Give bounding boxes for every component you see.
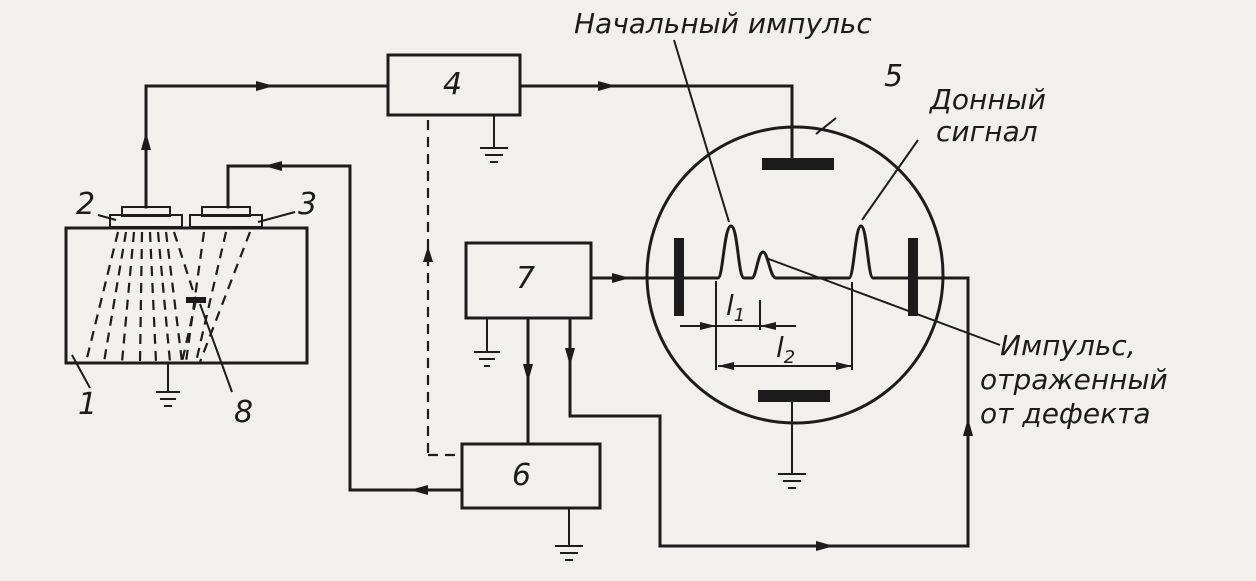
- crt-trace: [682, 224, 910, 280]
- l2-letter: l: [776, 331, 784, 364]
- ground-crt-icon: [778, 402, 806, 489]
- pointer-bottom-signal: [861, 139, 919, 221]
- arrow-up-icon: [141, 132, 151, 150]
- arrow-right-icon: [816, 541, 834, 551]
- arrow-left-icon: [264, 161, 282, 171]
- dimension-l2-label: l2: [776, 334, 795, 367]
- dimension-l1-label: l1: [726, 292, 745, 325]
- leader-3: [257, 211, 296, 223]
- specimen-block: [64, 226, 309, 365]
- crt-top-plate: [762, 158, 834, 170]
- crt-right-plate: [908, 238, 918, 316]
- ground-specimen-icon: [156, 363, 180, 407]
- label-5: 5: [884, 59, 904, 94]
- l2-subscript: 2: [783, 347, 796, 368]
- caption-defect-2: отраженный: [980, 363, 1168, 396]
- crt-left-plate: [674, 238, 684, 316]
- arrow-up-icon: [423, 246, 433, 262]
- wire-4-to-crt: [518, 84, 794, 162]
- leader-8: [199, 303, 233, 393]
- label-7: 7: [516, 261, 536, 296]
- leader-2: [97, 214, 117, 221]
- caption-bottom-signal-1: Донный: [930, 83, 1046, 116]
- dimension-l1: [680, 281, 796, 370]
- label-1: 1: [78, 387, 98, 422]
- caption-initial-pulse: Начальный импульс: [574, 7, 872, 40]
- ultrasonic-beam: [84, 231, 252, 363]
- ground-sync-icon: [555, 508, 583, 561]
- caption-defect-1: Импульс,: [1000, 329, 1136, 362]
- label-4: 4: [443, 67, 463, 102]
- arrow-right-icon: [612, 273, 630, 283]
- pointer-crt: [815, 117, 837, 135]
- wire-2-to-4: [144, 84, 390, 209]
- arrow-down-icon: [523, 364, 533, 382]
- arrow-up-icon: [963, 418, 973, 436]
- caption-bottom-signal-2: сигнал: [936, 115, 1038, 148]
- label-6: 6: [512, 458, 532, 493]
- label-3: 3: [298, 187, 318, 222]
- arrow-down-icon: [565, 348, 575, 366]
- wire-7-to-crt-right: [568, 276, 970, 548]
- l1-subscript: 1: [733, 305, 746, 326]
- pointer-initial-pulse: [673, 39, 730, 223]
- crt-screen: [645, 125, 945, 425]
- wire-3-to-6: [226, 164, 464, 492]
- defect-mark: [186, 297, 206, 303]
- sync-block: [460, 442, 602, 510]
- transducer-receiver: [189, 206, 263, 228]
- arrow-right-icon: [256, 81, 274, 91]
- l1-letter: l: [726, 289, 734, 322]
- crt-bottom-plate: [758, 390, 830, 402]
- ground-sweep-icon: [474, 318, 500, 367]
- ground-generator-icon: [480, 115, 508, 163]
- caption-defect-3: от дефекта: [980, 397, 1151, 430]
- label-2: 2: [76, 187, 96, 222]
- pointer-defect-pulse: [765, 257, 1001, 346]
- arrow-right-icon: [598, 81, 616, 91]
- dimension-l2: [718, 282, 853, 370]
- arrow-left-icon: [410, 485, 428, 495]
- transducer-emitter: [109, 206, 183, 228]
- label-8: 8: [234, 395, 254, 430]
- leader-1: [71, 354, 91, 389]
